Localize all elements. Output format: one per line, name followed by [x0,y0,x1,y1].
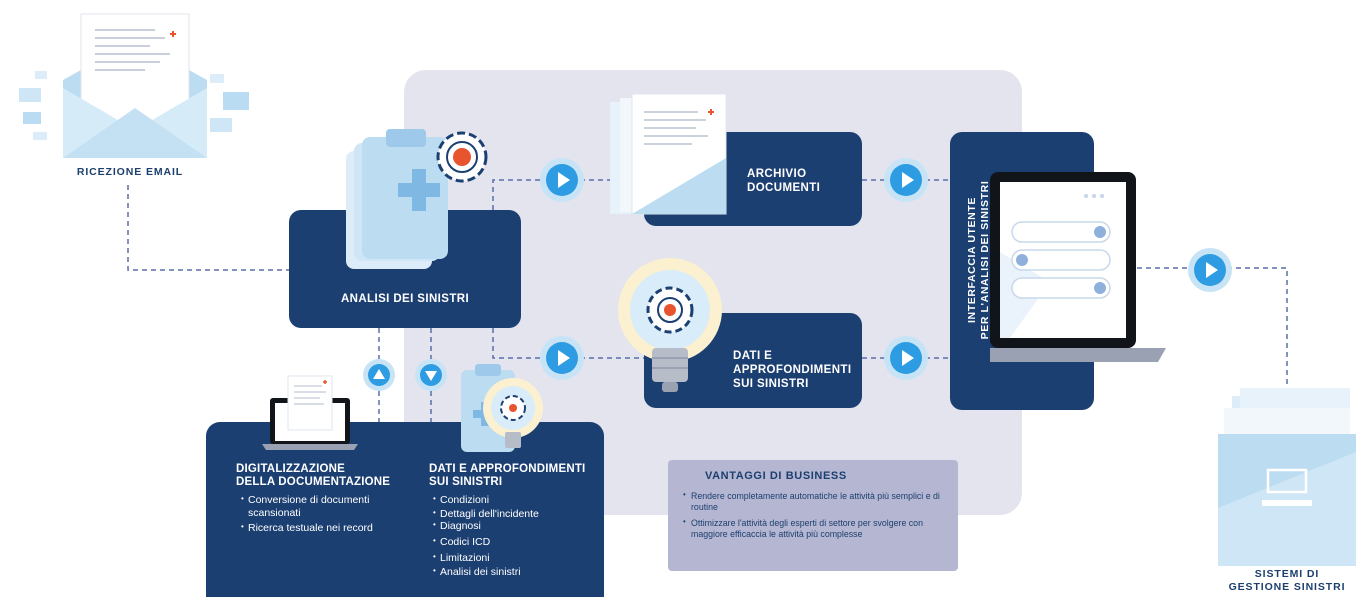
lightbulb-icon [618,258,722,392]
insights-detail-title-line2: SUI SINISTRI [429,476,503,488]
insights-detail-title-line1: DATI E APPROFONDIMENTI [429,463,586,475]
connector-email-analysis [127,185,290,271]
document-stack-icon [610,94,727,215]
archive-label-line1: ARCHIVIO [747,168,807,180]
play-icon-insights [540,336,584,380]
connector-analysis-insights [492,328,645,359]
list-item: Analisi dei sinistri [433,565,603,578]
list-item: Dettagli dell'incidente [433,507,603,520]
digitization-title-line2: DELLA DOCUMENTAZIONE [236,476,391,488]
arrow-up-icon [363,359,395,391]
insights-label-line1: DATI E [733,350,773,362]
list-item: Ricerca testuale nei record [241,521,416,535]
insights-label-line2: APPROFONDIMENTI [733,364,852,376]
file-cabinet-icon [1218,388,1356,566]
connector-analysis-archive [492,179,645,210]
claims-systems-caption-line1: SISTEMI DI [1254,568,1320,580]
claims-systems-caption-line2: GESTIONE SINISTRI [1228,581,1346,593]
claims-analysis-label: ANALISI DEI SINISTRI [340,293,470,305]
digitization-list: Conversione di documenti scansionati Ric… [241,493,416,538]
list-item: Diagnosi [433,519,603,532]
play-icon-archive [540,158,584,202]
clipboard-icon [346,129,488,269]
list-item: Ottimizzare l'attività degli esperti di … [683,517,948,539]
laptop-icon [990,172,1166,362]
list-item: Limitazioni [433,551,603,564]
clipboard-bulb-icon [461,364,543,452]
email-caption: RICEZIONE EMAIL [76,166,184,178]
business-benefits-title: VANTAGGI DI BUSINESS [705,470,847,482]
business-benefits-list: Rendere completamente automatiche le att… [683,490,948,545]
user-interface-label-line1: INTERFACCIA UTENTE [966,197,978,323]
insights-detail-list: Condizioni Dettagli dell'incidente Diagn… [433,493,603,578]
list-item: Codici ICD [433,535,603,548]
gear-icon [436,131,488,183]
user-interface-label-line2: PER L'ANALISI DEI SINISTRI [979,180,991,340]
arrow-down-icon [415,359,447,391]
insights-label-line3: SUI SINISTRI [733,378,809,390]
play-icon-ui-top [884,158,928,202]
connector-ui-systems [1137,267,1288,395]
business-benefits-box [668,460,958,571]
list-item: Condizioni [433,493,603,506]
envelope-icon [19,13,249,158]
list-item: Rendere completamente automatiche le att… [683,490,948,512]
user-interface-label: INTERFACCIA UTENTE PER L'ANALISI DEI SIN… [966,140,996,380]
laptop-scan-icon [262,375,358,450]
list-item: Conversione di documenti scansionati [241,493,416,519]
gear-icon-bulb [646,286,694,334]
archive-label-line2: DOCUMENTI [747,182,821,194]
play-icon-systems [1188,248,1232,292]
play-icon-ui-bottom [884,336,928,380]
digitization-title-line1: DIGITALIZZAZIONE [236,463,346,475]
